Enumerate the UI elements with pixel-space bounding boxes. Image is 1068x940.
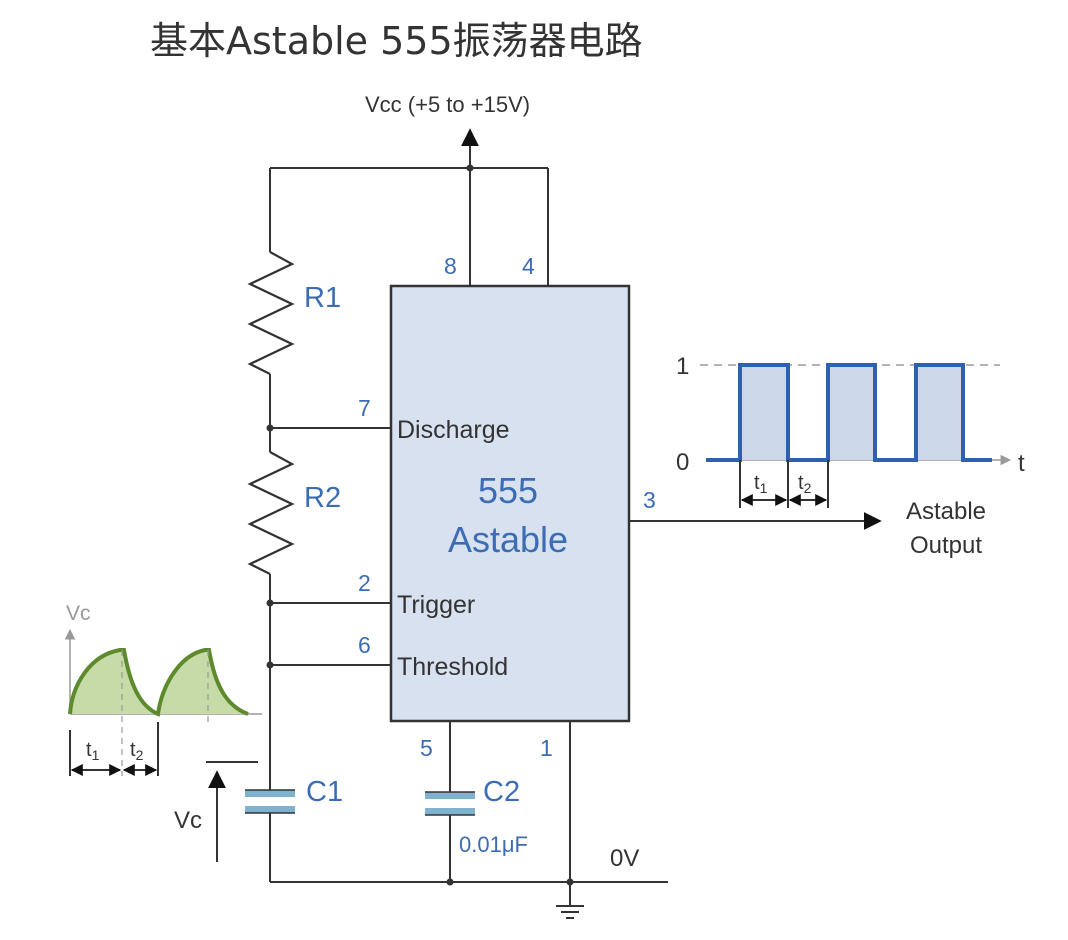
pulse-fill xyxy=(916,365,963,460)
pulse-fill xyxy=(828,365,875,460)
r2-label: R2 xyxy=(304,482,341,514)
pin-number-8: 8 xyxy=(444,253,457,279)
cap-t1-label: t1 xyxy=(86,739,100,763)
pin-number-2: 2 xyxy=(358,570,371,596)
pulse-fill xyxy=(740,365,788,460)
output-square-wave xyxy=(706,363,992,462)
pin-number-5: 5 xyxy=(420,735,433,761)
output-label-line1: Astable xyxy=(906,498,986,525)
ground-label: 0V xyxy=(610,845,639,872)
r1-label: R1 xyxy=(304,282,341,314)
chip-name: 555 xyxy=(478,470,538,511)
pin-number-6: 6 xyxy=(358,632,371,658)
c1-label: C1 xyxy=(306,776,343,808)
pin-label-threshold: Threshold xyxy=(397,653,508,681)
junction-dot xyxy=(466,164,474,172)
level-low-label: 0 xyxy=(676,449,689,476)
capacitor-c2-plate-top xyxy=(425,792,475,799)
junction-dot xyxy=(266,424,274,432)
ground-symbol xyxy=(556,882,584,919)
cap-t2-label: t2 xyxy=(130,739,144,763)
cap-graph-axis-label: Vc xyxy=(66,602,91,625)
junction-dot xyxy=(266,599,274,607)
capacitor-voltage-graph: Vc t1 t2 xyxy=(64,602,262,776)
c2-label: C2 xyxy=(483,776,520,808)
resistor-r1 xyxy=(247,251,295,375)
page-title: 基本Astable 555振荡器电路 xyxy=(150,19,643,63)
junction-dot xyxy=(446,878,454,886)
cap-voltage-curve xyxy=(68,648,249,717)
capacitor-c2-plate-bottom xyxy=(425,808,475,815)
pin-number-4: 4 xyxy=(522,253,535,279)
pin-number-3: 3 xyxy=(643,487,656,513)
capacitor-c1-plate-top xyxy=(245,790,295,797)
pin-label-discharge: Discharge xyxy=(397,416,510,444)
vc-arrow-label: Vc xyxy=(174,807,202,834)
c2-value: 0.01μF xyxy=(459,832,528,857)
pin-label-trigger: Trigger xyxy=(397,591,475,619)
level-high-label: 1 xyxy=(676,353,689,380)
time-axis-label: t xyxy=(1018,450,1025,477)
chip-555 xyxy=(389,284,631,723)
output-label-line2: Output xyxy=(910,532,982,559)
supply-label: Vcc (+5 to +15V) xyxy=(365,92,530,117)
junction-dot xyxy=(266,661,274,669)
capacitor-c1-plate-bottom xyxy=(245,806,295,813)
output-waveform-graph: 1 0 t t1 t2 xyxy=(676,353,1025,508)
resistor-r2 xyxy=(247,451,295,575)
t1-label: t1 xyxy=(754,472,768,496)
pin-number-1: 1 xyxy=(540,735,553,761)
t2-label: t2 xyxy=(798,472,812,496)
chip-mode: Astable xyxy=(448,519,568,560)
pin-number-7: 7 xyxy=(358,395,371,421)
